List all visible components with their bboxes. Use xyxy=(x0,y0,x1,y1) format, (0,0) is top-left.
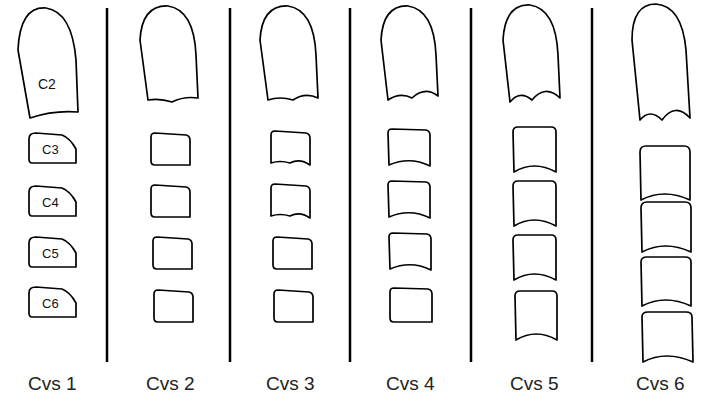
vertebra-body: C5 xyxy=(26,235,78,269)
vertebra-label: C6 xyxy=(42,297,59,310)
stage-label: Cvs 1 xyxy=(28,374,77,393)
vertebra-label: C5 xyxy=(42,247,59,260)
vertebra-body: C3 xyxy=(26,131,78,165)
vertebra-outlines xyxy=(140,4,693,362)
stage-label: Cvs 6 xyxy=(636,374,685,393)
vertebra-label: C2 xyxy=(38,77,56,91)
vertebra-label: C3 xyxy=(42,143,59,156)
stage-label: Cvs 4 xyxy=(386,374,435,393)
stage-label: Cvs 2 xyxy=(146,374,195,393)
vertebra-body: C2 xyxy=(16,4,80,120)
vertebra-label: C4 xyxy=(42,196,59,209)
stage-label: Cvs 3 xyxy=(266,374,315,393)
stage-label: Cvs 5 xyxy=(510,374,559,393)
vertebra-body: C4 xyxy=(26,184,78,218)
vertebra-outline xyxy=(16,4,80,120)
stage-dividers xyxy=(107,8,592,362)
vertebra-body: C6 xyxy=(26,285,78,319)
